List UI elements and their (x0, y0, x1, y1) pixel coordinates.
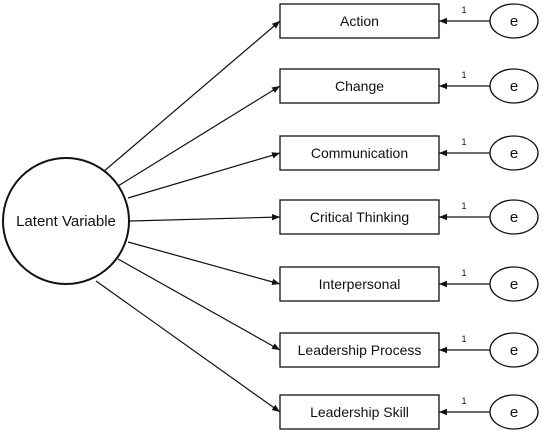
error-weight-label: 1 (461, 137, 466, 147)
error-label: e (510, 13, 518, 30)
loading-arrow (127, 152, 281, 199)
error-label: e (510, 404, 518, 421)
indicator-box (279, 394, 440, 430)
indicator-label: Change (335, 78, 384, 94)
indicator-box (279, 266, 440, 302)
indicator-node: Action (279, 3, 440, 39)
error-term: e1 (461, 68, 539, 104)
indicator-label: Critical Thinking (310, 209, 409, 225)
loading-arrow (95, 280, 281, 413)
loading-arrow (117, 258, 281, 351)
error-term: e1 (461, 266, 539, 302)
latent-variable-node: Latent Variable (2, 157, 130, 285)
error-term: e1 (461, 394, 539, 430)
indicator-box (279, 3, 440, 39)
error-ellipse (489, 394, 539, 430)
latent-variable-circle (2, 157, 130, 285)
error-ellipse (489, 199, 539, 235)
error-label: e (510, 145, 518, 162)
error-term: e1 (461, 332, 539, 368)
indicator-label: Interpersonal (319, 276, 401, 292)
loading-arrow (117, 85, 281, 187)
indicator-label: Leadership Process (298, 342, 422, 358)
error-label: e (510, 276, 518, 293)
indicator-node: Critical Thinking (279, 199, 440, 235)
error-weight-label: 1 (461, 396, 466, 406)
indicator-node: Interpersonal (279, 266, 440, 302)
error-weight-label: 1 (461, 70, 466, 80)
indicator-label: Communication (311, 145, 408, 161)
loading-arrow (127, 241, 281, 285)
indicator-box (279, 135, 440, 171)
error-term: e1 (461, 199, 539, 235)
loading-arrow (129, 214, 281, 222)
error-weight-label: 1 (461, 5, 466, 15)
error-label: e (510, 342, 518, 359)
indicator-node: Leadership Skill (279, 394, 440, 430)
error-ellipse (489, 135, 539, 171)
error-paths (439, 17, 490, 416)
loading-paths (95, 20, 281, 413)
error-label: e (510, 78, 518, 95)
error-weight-label: 1 (461, 268, 466, 278)
indicator-box (279, 199, 440, 235)
indicator-node: Leadership Process (279, 332, 440, 368)
indicator-node: Communication (279, 135, 440, 171)
indicator-label: Action (340, 13, 379, 29)
indicator-box (279, 68, 440, 104)
indicator-node: Change (279, 68, 440, 104)
error-term: e1 (461, 135, 539, 171)
loading-arrow (102, 20, 281, 173)
error-label: e (510, 209, 518, 226)
indicator-box (279, 332, 440, 368)
indicator-label: Leadership Skill (310, 404, 409, 420)
error-ellipse (489, 332, 539, 368)
error-ellipse (489, 3, 539, 39)
latent-variable-label: Latent Variable (16, 213, 116, 230)
error-weight-label: 1 (461, 201, 466, 211)
error-ellipse (489, 68, 539, 104)
error-ellipse (489, 266, 539, 302)
error-term: e1 (461, 3, 539, 39)
error-weight-label: 1 (461, 334, 466, 344)
